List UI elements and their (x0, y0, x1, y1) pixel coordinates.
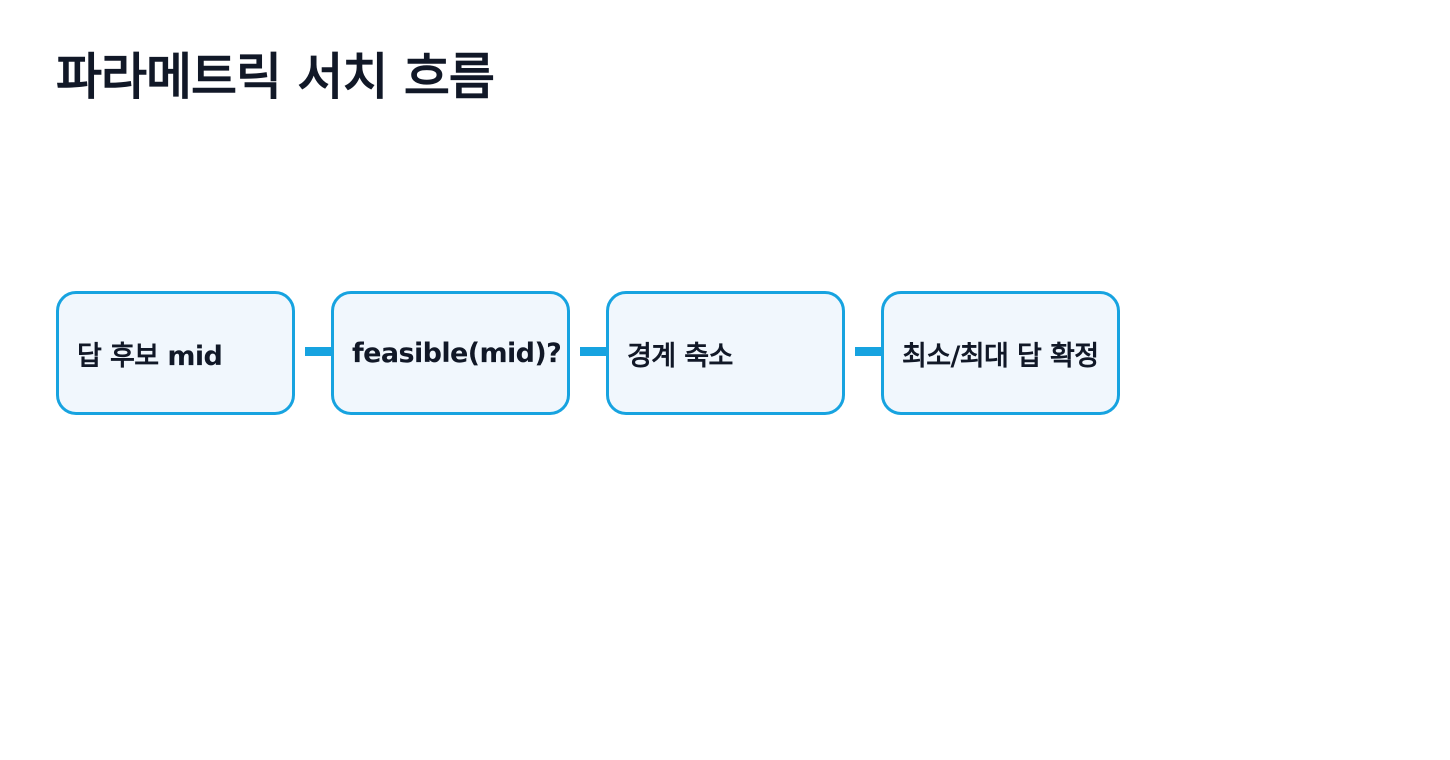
flow-step-final-answer: 최소/최대 답 확정 (881, 291, 1120, 415)
flow-step-feasible-check: feasible(mid)? (331, 291, 570, 415)
page-title: 파라메트릭 서치 흐름 (56, 48, 495, 106)
flow-connector (855, 347, 881, 356)
flow-step-label: 경계 축소 (627, 340, 733, 372)
flow-step-label: feasible(mid)? (352, 337, 562, 369)
flow-step-candidate-mid: 답 후보 mid (56, 291, 295, 415)
flow-step-label: 최소/최대 답 확정 (902, 340, 1099, 372)
flow-step-narrow-bounds: 경계 축소 (606, 291, 845, 415)
flow-connector (580, 347, 606, 356)
flow-step-label: 답 후보 mid (77, 340, 223, 372)
flow-connector (305, 347, 331, 356)
